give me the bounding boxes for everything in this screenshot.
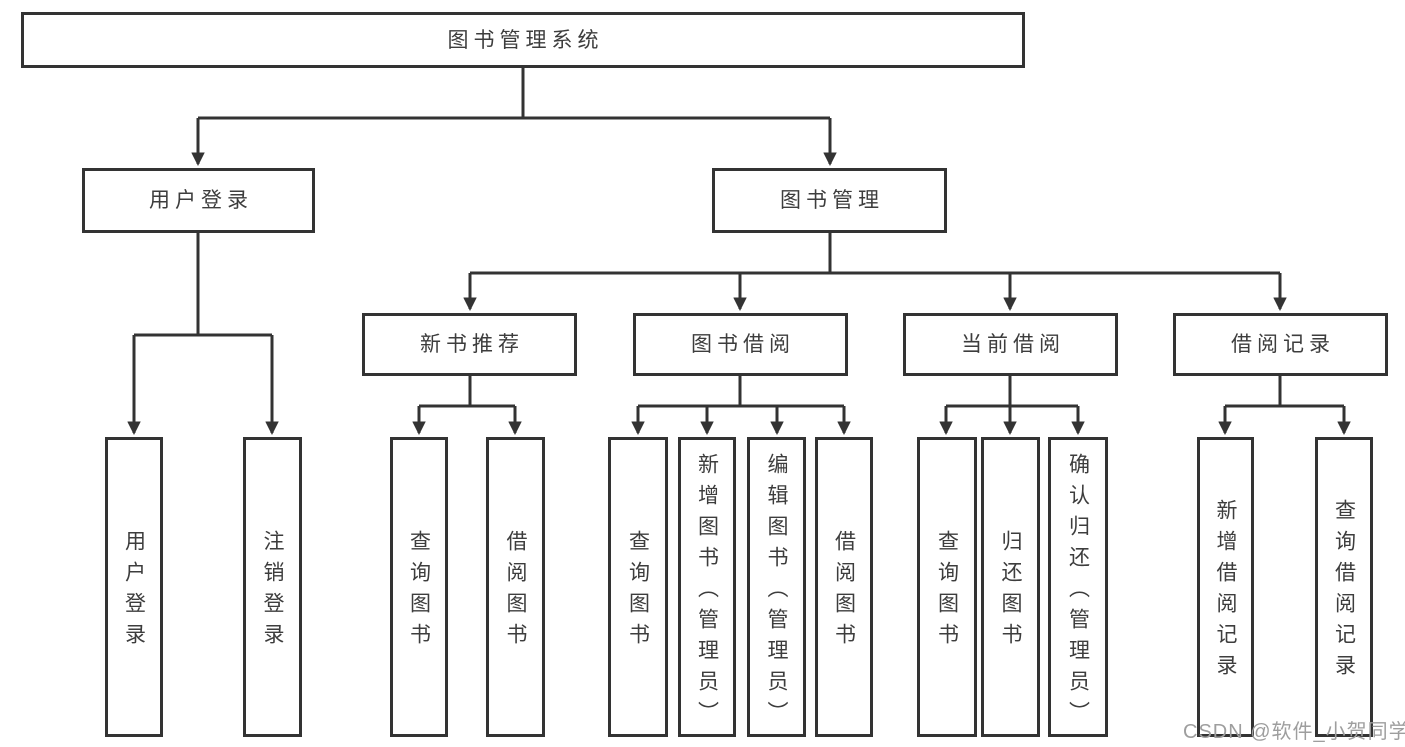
leaf-confirm-return-admin-label: 确认归还（管理员） <box>1066 452 1090 732</box>
leaf-return-book: 归还图书 <box>981 437 1040 737</box>
leaf-confirm-return-admin: 确认归还（管理员） <box>1048 437 1108 737</box>
leaf-query-borrow-record: 查询借阅记录 <box>1315 437 1373 737</box>
leaf-query-books-2: 查询图书 <box>608 437 668 737</box>
node-new-book-recommend-label: 新书推荐 <box>420 333 524 356</box>
node-book-management-module: 图书管理 <box>712 168 947 233</box>
leaf-query-books-3: 查询图书 <box>917 437 977 737</box>
node-system-root-label: 图书管理系统 <box>447 28 604 52</box>
leaf-logout-label: 注销登录 <box>261 530 284 654</box>
node-user-login-module: 用户登录 <box>82 168 315 233</box>
leaf-borrow-books-2: 借阅图书 <box>815 437 873 737</box>
leaf-add-borrow-record-label: 新增借阅记录 <box>1214 499 1237 685</box>
leaf-edit-book-admin: 编辑图书（管理员） <box>747 437 806 737</box>
leaf-user-login: 用户登录 <box>105 437 163 737</box>
leaf-query-books-3-label: 查询图书 <box>935 530 959 654</box>
node-user-login-module-label: 用户登录 <box>149 189 253 212</box>
node-book-borrow-label: 图书借阅 <box>691 333 795 356</box>
leaf-user-login-label: 用户登录 <box>122 530 146 654</box>
leaf-borrow-books-1-label: 借阅图书 <box>504 530 527 654</box>
leaf-add-book-admin: 新增图书（管理员） <box>678 437 736 737</box>
leaf-return-book-label: 归还图书 <box>999 530 1022 654</box>
node-borrow-records: 借阅记录 <box>1173 313 1388 376</box>
leaf-query-borrow-record-label: 查询借阅记录 <box>1332 499 1356 685</box>
node-book-borrow: 图书借阅 <box>633 313 848 376</box>
node-current-borrow-label: 当前借阅 <box>961 333 1065 356</box>
leaf-query-books-1: 查询图书 <box>390 437 448 737</box>
leaf-borrow-books-2-label: 借阅图书 <box>832 530 856 654</box>
leaf-add-borrow-record: 新增借阅记录 <box>1197 437 1254 737</box>
node-system-root: 图书管理系统 <box>21 12 1025 68</box>
leaf-borrow-books-1: 借阅图书 <box>486 437 545 737</box>
leaf-query-books-1-label: 查询图书 <box>407 530 431 654</box>
node-borrow-records-label: 借阅记录 <box>1231 333 1335 356</box>
node-new-book-recommend: 新书推荐 <box>362 313 577 376</box>
leaf-logout: 注销登录 <box>243 437 302 737</box>
leaf-edit-book-admin-label: 编辑图书（管理员） <box>765 452 788 732</box>
node-current-borrow: 当前借阅 <box>903 313 1118 376</box>
node-book-management-module-label: 图书管理 <box>780 189 884 212</box>
leaf-query-books-2-label: 查询图书 <box>626 530 650 654</box>
csdn-watermark: CSDN @软件_小贺同学 <box>1183 721 1405 743</box>
leaf-add-book-admin-label: 新增图书（管理员） <box>695 452 719 732</box>
